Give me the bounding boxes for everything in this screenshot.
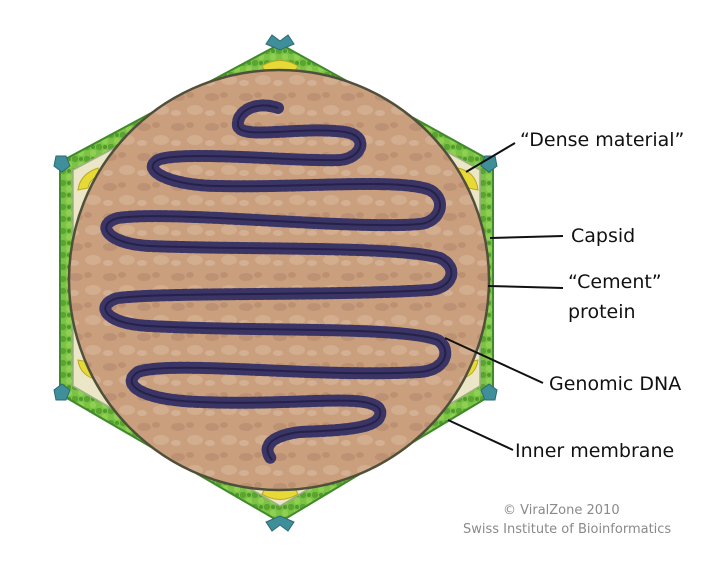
genomic-dna-strand <box>99 99 458 466</box>
leader-dense-material <box>465 142 516 173</box>
credit-line1: © ViralZone 2010 <box>503 503 620 518</box>
label-inner-membrane: Inner membrane <box>515 440 674 462</box>
label-cement-line2: protein <box>568 301 636 323</box>
label-dense-material: “Dense material” <box>520 129 684 151</box>
label-genomic-dna: Genomic DNA <box>549 373 681 395</box>
credit-line2: Swiss Institute of Bioinformatics <box>463 522 671 537</box>
leader-cement <box>487 285 564 289</box>
leader-lines <box>444 142 564 451</box>
leader-inner-membrane <box>447 419 514 451</box>
leader-genomic-dna <box>444 337 544 384</box>
label-capsid: Capsid <box>571 225 635 247</box>
leader-capsid <box>489 235 564 239</box>
label-cement-line1: “Cement” <box>568 271 662 293</box>
